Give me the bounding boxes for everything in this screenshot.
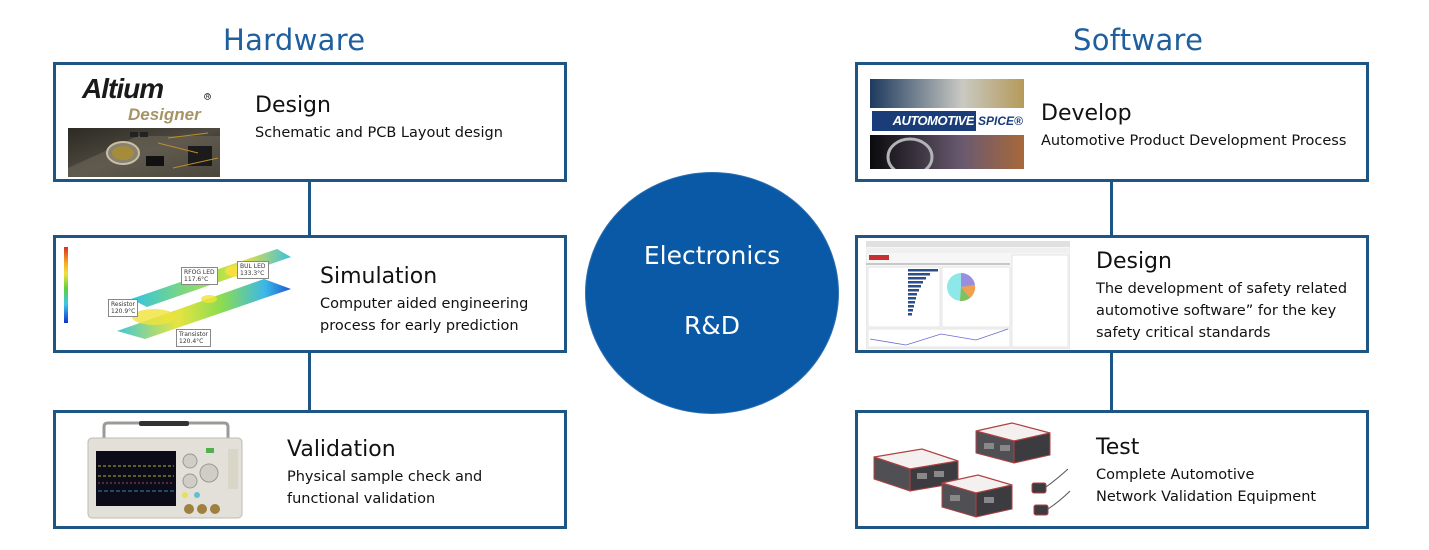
hardware-design-description: Schematic and PCB Layout design xyxy=(255,125,503,141)
software-develop-box: AUTOMOTIVE SPICE® Develop Automotive Pro… xyxy=(855,62,1369,182)
oscilloscope-image xyxy=(87,421,243,519)
spice-logo-text: SPICE® xyxy=(978,114,1023,128)
hardware-validation-box: Validation Physical sample check and fun… xyxy=(53,410,567,529)
dashboard-screenshot-image xyxy=(866,241,1070,349)
software-design-text: Design The development of safety related… xyxy=(1096,249,1347,344)
software-develop-text: Develop Automotive Product Development P… xyxy=(1041,101,1346,152)
hardware-simulation-heading: Simulation xyxy=(320,264,438,289)
description-line: The development of safety related xyxy=(1096,281,1348,297)
software-connector-2 xyxy=(1110,352,1113,411)
software-test-text: Test Complete Automotive Network Validat… xyxy=(1096,435,1316,508)
hardware-validation-description: Physical sample check and functional val… xyxy=(287,466,482,510)
hardware-simulation-description: Computer aided engineering process for e… xyxy=(320,293,528,337)
automotive-logo-text: AUTOMOTIVE xyxy=(892,113,974,128)
designer-logo-text: Designer xyxy=(128,105,201,124)
hardware-simulation-text: Simulation Computer aided engineering pr… xyxy=(320,264,528,337)
software-develop-description: Automotive Product Development Process xyxy=(1041,133,1347,149)
center-label-line2: R&D xyxy=(683,311,741,340)
hardware-design-box: Altium Designer Design Schematic and PCB… xyxy=(53,62,567,182)
hardware-design-text: Design Schematic and PCB Layout design xyxy=(255,93,503,144)
description-line: safety critical standards xyxy=(1096,325,1271,341)
hardware-validation-text: Validation Physical sample check and fun… xyxy=(287,437,482,510)
description-line: Physical sample check and xyxy=(287,469,483,485)
software-design-box: Design The development of safety related… xyxy=(855,235,1369,353)
description-line: Computer aided engineering xyxy=(320,296,529,312)
software-test-description: Complete Automotive Network Validation E… xyxy=(1096,464,1316,508)
pcb-board-image xyxy=(68,128,220,177)
software-title: Software xyxy=(1073,23,1204,57)
description-line: process for early prediction xyxy=(320,318,519,334)
hardware-validation-heading: Validation xyxy=(287,437,396,462)
device-2 xyxy=(975,422,1051,464)
software-connector-1 xyxy=(1110,181,1113,236)
altium-designer-logo: Altium Designer xyxy=(68,73,220,177)
automotive-spice-logo: AUTOMOTIVE SPICE® xyxy=(870,79,1024,169)
description-line: Complete Automotive xyxy=(1096,467,1255,483)
network-interface-devices-image xyxy=(873,422,1071,518)
temperature-legend xyxy=(64,247,68,323)
hardware-connector-1 xyxy=(308,181,311,236)
spice-banner xyxy=(872,111,976,131)
registered-mark-icon xyxy=(204,93,211,100)
software-test-heading: Test xyxy=(1096,435,1140,460)
software-design-heading: Design xyxy=(1096,249,1172,274)
hardware-design-heading: Design xyxy=(255,93,331,118)
description-line: automotive software” for the key xyxy=(1096,303,1337,319)
software-design-description: The development of safety related automo… xyxy=(1096,278,1347,344)
center-label-line1: Electronics xyxy=(643,241,781,270)
hardware-connector-2 xyxy=(308,352,311,411)
description-line: Network Validation Equipment xyxy=(1096,489,1317,505)
software-test-box: Test Complete Automotive Network Validat… xyxy=(855,410,1369,529)
device-3 xyxy=(941,474,1013,518)
description-line: functional validation xyxy=(287,491,436,507)
electronics-rd-circle: Electronics R&D xyxy=(585,172,839,414)
software-develop-heading: Develop xyxy=(1041,101,1132,126)
hardware-title: Hardware xyxy=(223,23,366,57)
altium-logo-text: Altium xyxy=(82,73,164,104)
car-background-image xyxy=(870,79,1024,169)
